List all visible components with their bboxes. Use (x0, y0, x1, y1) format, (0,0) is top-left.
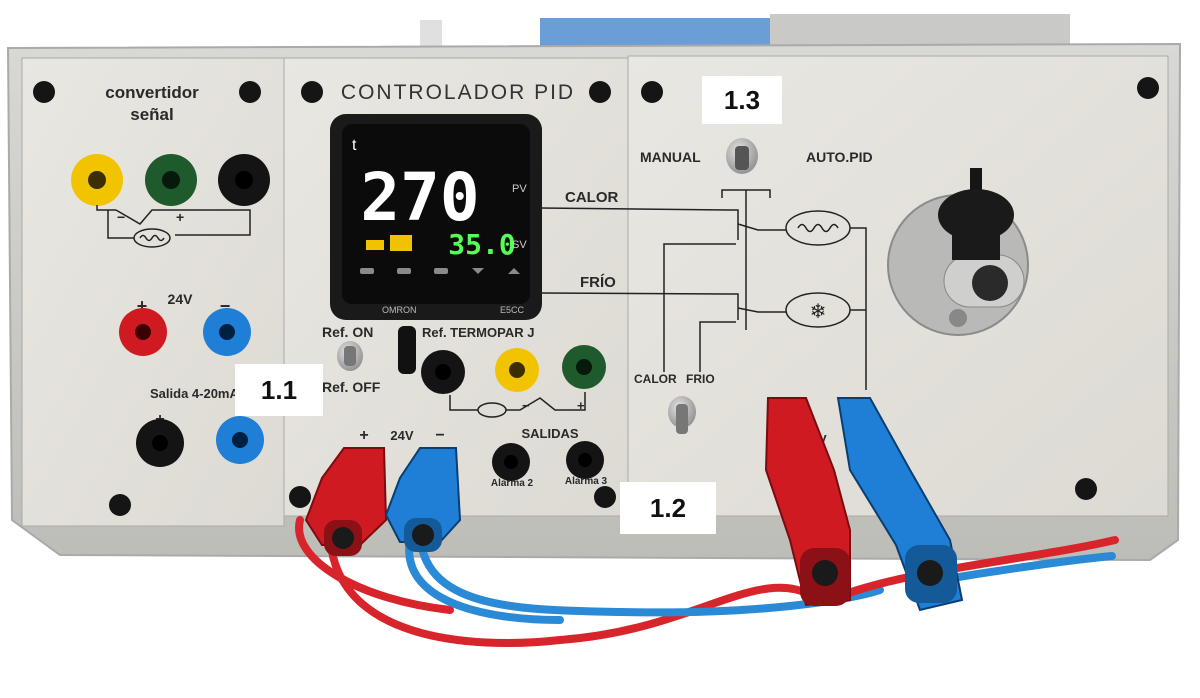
termopar-minus: − (522, 398, 530, 413)
alarm2-label: Alarma 2 (491, 478, 534, 489)
relay-schematic (663, 189, 867, 390)
supply-minus: − (220, 296, 231, 316)
jack-red-24v[interactable] (119, 308, 167, 356)
pv-label: PV (512, 183, 527, 195)
pid-output-lines (539, 207, 729, 295)
sv-display: 35.0 (448, 228, 515, 261)
jack-black-output[interactable] (136, 419, 184, 467)
snowflake-icon: ❄ (810, 299, 827, 323)
supply-plus: + (137, 296, 148, 316)
controller-keys[interactable] (360, 268, 520, 274)
manual-label: MANUAL (640, 149, 701, 165)
jack-black-termopar[interactable] (421, 350, 465, 394)
supply-24v-label: 24V (168, 291, 194, 307)
jack-green-input[interactable] (145, 154, 197, 206)
ref-off-label: Ref. OFF (322, 379, 381, 395)
termopar-schematic (449, 392, 586, 418)
jack-blue-24v[interactable] (203, 308, 251, 356)
calor-small-label: CALOR (634, 372, 677, 386)
callout-1-3: 1.3 (702, 76, 782, 124)
adjust-knob[interactable] (938, 168, 1014, 260)
thermocouple-probe (398, 326, 416, 374)
callout-1-1: 1.1 (235, 364, 323, 416)
jack-green-termopar[interactable] (562, 345, 606, 389)
converter-schematic (96, 205, 251, 248)
blue-plug-pid[interactable] (384, 447, 462, 552)
calor-label: CALOR (565, 189, 618, 206)
frio-small-label: FRIO (686, 372, 715, 386)
background-object (420, 20, 442, 50)
pv-display: 270 (360, 159, 479, 236)
pid-supply-minus: − (435, 427, 444, 444)
output-4-20ma-label: Salida 4-20mA (150, 386, 239, 401)
converter-title-line1: convertidor (105, 83, 199, 102)
jack-alarm3[interactable] (566, 441, 604, 479)
red-plug-relay[interactable] (764, 397, 851, 607)
ref-toggle-switch[interactable] (337, 341, 363, 371)
auto-pid-label: AUTO.PID (806, 149, 873, 165)
jack-yellow-termopar[interactable] (495, 348, 539, 392)
omron-controller[interactable]: 270 PV t 35.0 SV OMRON E5CC (330, 114, 542, 320)
calor-frio-toggle-switch[interactable] (668, 396, 696, 434)
ref-termopar-label: Ref. TERMOPAR J (422, 325, 534, 340)
pid-controller-title: CONTROLADOR PID (341, 81, 575, 104)
ref-on-label: Ref. ON (322, 324, 373, 340)
controller-brand: OMRON (382, 305, 417, 315)
jack-yellow-input[interactable] (71, 154, 123, 206)
callout-1-2: 1.2 (620, 482, 716, 534)
sv-label: SV (512, 239, 527, 251)
jack-black-input[interactable] (218, 154, 270, 206)
converter-plus: + (176, 209, 184, 225)
jack-alarm2[interactable] (492, 443, 530, 481)
c-indicator: t (352, 137, 357, 154)
pid-supply-plus: + (359, 427, 368, 444)
alarm3-label: Alarma 3 (565, 476, 608, 487)
controller-model: E5CC (500, 305, 525, 315)
red-plug-pid[interactable] (304, 447, 388, 556)
salidas-label: SALIDAS (521, 426, 578, 441)
jack-blue-output[interactable] (216, 416, 264, 464)
blue-plug-relay[interactable] (836, 397, 964, 612)
converter-title-line2: señal (130, 105, 173, 124)
frio-label: FRÍO (580, 274, 616, 291)
pid-supply-24v: 24V (390, 428, 413, 443)
manual-auto-toggle-switch[interactable] (726, 138, 758, 174)
output-indicator-2 (390, 235, 412, 251)
output-indicator-1 (366, 240, 384, 250)
panel-screws (33, 77, 1159, 516)
converter-minus: − (117, 209, 125, 225)
termopar-plus: + (577, 398, 585, 413)
